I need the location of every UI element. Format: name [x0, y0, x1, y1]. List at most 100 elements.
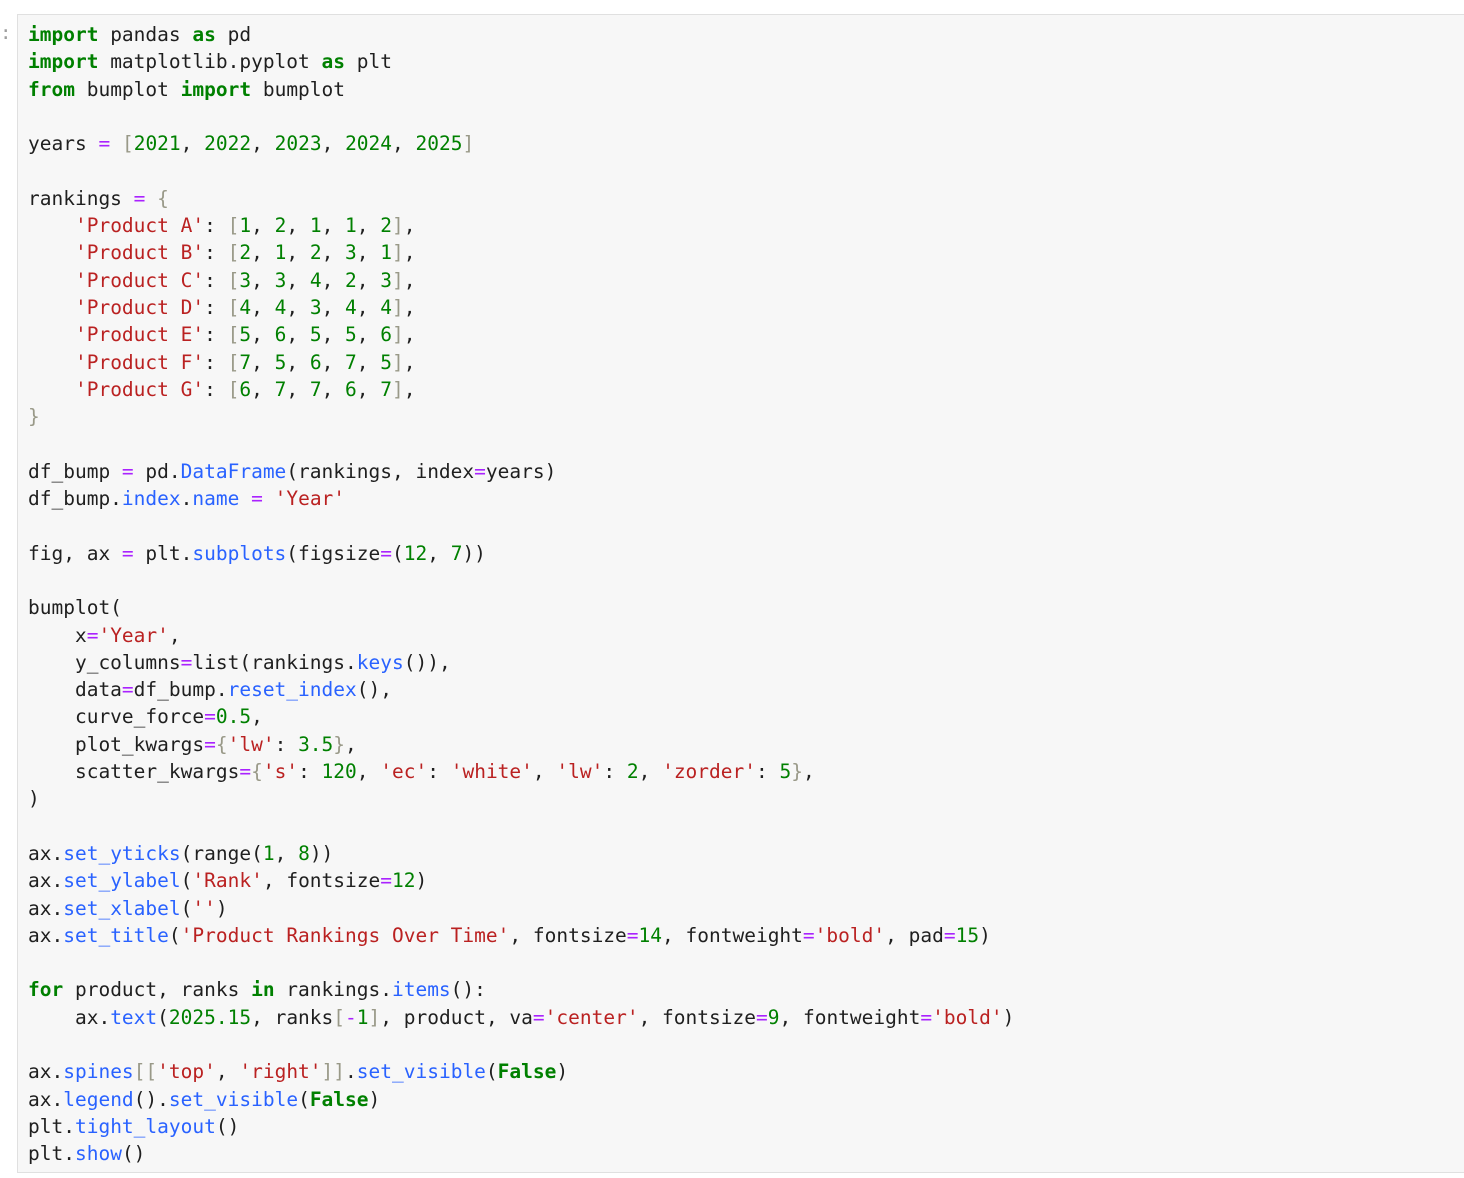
code-token: DataFrame — [180, 459, 287, 483]
code-token: 7 — [380, 377, 393, 401]
code-token — [145, 187, 157, 210]
code-token: = — [755, 1005, 768, 1029]
code-token: , — [251, 295, 275, 319]
code-token: plt. — [28, 1142, 75, 1166]
code-token: years) — [485, 459, 557, 483]
code-line: 'Product C': [3, 3, 4, 2, 3], — [28, 267, 1014, 294]
code-token: , — [251, 241, 275, 265]
code-token: rankings. — [274, 978, 392, 1002]
code-token: curve_force — [28, 705, 205, 729]
code-line: df_bump = pd.DataFrame(rankings, index=y… — [28, 458, 1014, 485]
code-token: : — [204, 295, 228, 319]
code-token: legend — [63, 1087, 134, 1111]
code-token: , — [356, 241, 381, 265]
code-token: , — [286, 241, 310, 265]
code-token: 15 — [955, 923, 980, 947]
code-token: 5 — [779, 760, 792, 784]
code-token: [ — [227, 350, 240, 374]
code-line: y_columns=list(rankings.keys()), — [28, 649, 1014, 676]
code-token: 'white' — [450, 760, 533, 784]
code-token: ( — [298, 1087, 310, 1111]
code-token: ) — [415, 869, 428, 893]
code-token: 8 — [298, 841, 310, 865]
code-token: fig, ax — [28, 541, 122, 565]
code-token: , product, va — [380, 1005, 533, 1029]
code-token: [ — [227, 295, 240, 319]
code-token: , — [356, 760, 381, 784]
code-token: : — [204, 350, 228, 374]
code-token: = — [920, 1005, 933, 1029]
code-token: () — [121, 1142, 146, 1166]
code-token: ] — [392, 214, 404, 238]
code-token: = — [133, 186, 146, 210]
code-cell[interactable] — [17, 14, 1464, 1173]
code-token: data — [28, 678, 122, 702]
code-token: False — [497, 1060, 557, 1084]
code-token: 2 — [626, 760, 639, 784]
code-token: [[ — [133, 1060, 158, 1084]
code-token: , — [356, 350, 381, 374]
code-token: = — [204, 705, 216, 729]
code-token: 1 — [356, 1005, 369, 1029]
code-token: tight_layout — [74, 1114, 216, 1138]
code-token: : — [756, 760, 780, 784]
code-token: pandas — [98, 23, 193, 46]
code-token: df_bump — [28, 459, 122, 483]
code-token: = — [626, 923, 639, 947]
code-token: : — [204, 241, 228, 265]
code-token: , — [168, 623, 181, 647]
code-token: 'Product C' — [74, 268, 205, 292]
code-token: import — [180, 77, 252, 101]
code-token: items — [391, 978, 451, 1002]
code-token: ] — [392, 323, 404, 347]
code-token: [ — [227, 323, 240, 347]
code-token: import — [28, 50, 99, 74]
code-token: 1 — [309, 214, 322, 238]
code-token: , pad — [885, 923, 944, 947]
code-token: , — [403, 350, 416, 374]
code-token: 'ec' — [380, 760, 428, 784]
code-token: 6 — [239, 377, 252, 401]
code-token: () — [215, 1114, 240, 1138]
code-token: 2025.15 — [168, 1005, 252, 1029]
code-token: [ — [121, 132, 134, 156]
code-token: = — [943, 923, 956, 947]
code-token: , — [251, 323, 275, 347]
code-token: . — [180, 487, 193, 511]
code-token: keys — [356, 650, 404, 674]
code-token: 3 — [239, 268, 252, 292]
code-token: 'Product A' — [74, 214, 205, 238]
code-line: import pandas as pd — [28, 21, 1014, 48]
code-token: 7 — [309, 377, 322, 401]
code-token: 3 — [309, 295, 322, 319]
code-token: 2025 — [415, 132, 463, 156]
code-token: [ — [227, 377, 240, 401]
code-token: } — [28, 405, 40, 429]
code-line — [28, 1031, 1014, 1058]
code-token: ]] — [321, 1060, 346, 1084]
code-token: ax. — [28, 1005, 111, 1029]
code-token: set_xlabel — [63, 896, 181, 920]
code-token: , fontweight — [779, 1005, 921, 1029]
code-token: index — [121, 487, 181, 511]
code-line: plt.show() — [28, 1140, 1014, 1167]
code-token: matplotlib.pyplot — [98, 50, 322, 74]
code-token: 5 — [380, 350, 393, 374]
code-token: { — [251, 760, 263, 784]
code-token: 7 — [274, 377, 287, 401]
code-line: 'Product A': [1, 2, 1, 1, 2], — [28, 212, 1014, 239]
code-token: , — [286, 268, 310, 292]
code-line: fig, ax = plt.subplots(figsize=(12, 7)) — [28, 540, 1014, 567]
code-token: from — [28, 77, 75, 101]
code-token: set_visible — [168, 1087, 299, 1111]
code-token: rankings — [28, 186, 134, 210]
code-token: 6 — [380, 323, 393, 347]
code-line: rankings = { — [28, 185, 1014, 212]
code-token: 1 — [345, 214, 357, 238]
code-token: 5 — [345, 323, 357, 347]
code-token: in — [251, 978, 275, 1002]
code-token — [110, 132, 122, 155]
code-token: (). — [133, 1087, 169, 1111]
code-token: (): — [450, 978, 486, 1002]
